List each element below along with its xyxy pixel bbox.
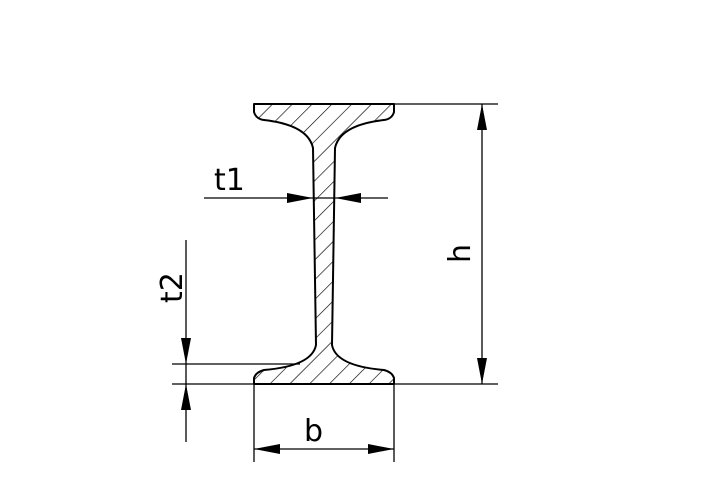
height-dimension: [394, 103, 498, 385]
web-thickness-dimension: [204, 193, 388, 203]
i-beam-section: [253, 103, 395, 385]
flange-thickness-dimension: [172, 240, 300, 442]
label-t2: t2: [155, 272, 190, 303]
label-t1: t1: [214, 163, 245, 198]
label-b: b: [304, 414, 323, 449]
label-h: h: [443, 244, 478, 263]
width-dimension: [253, 384, 395, 462]
